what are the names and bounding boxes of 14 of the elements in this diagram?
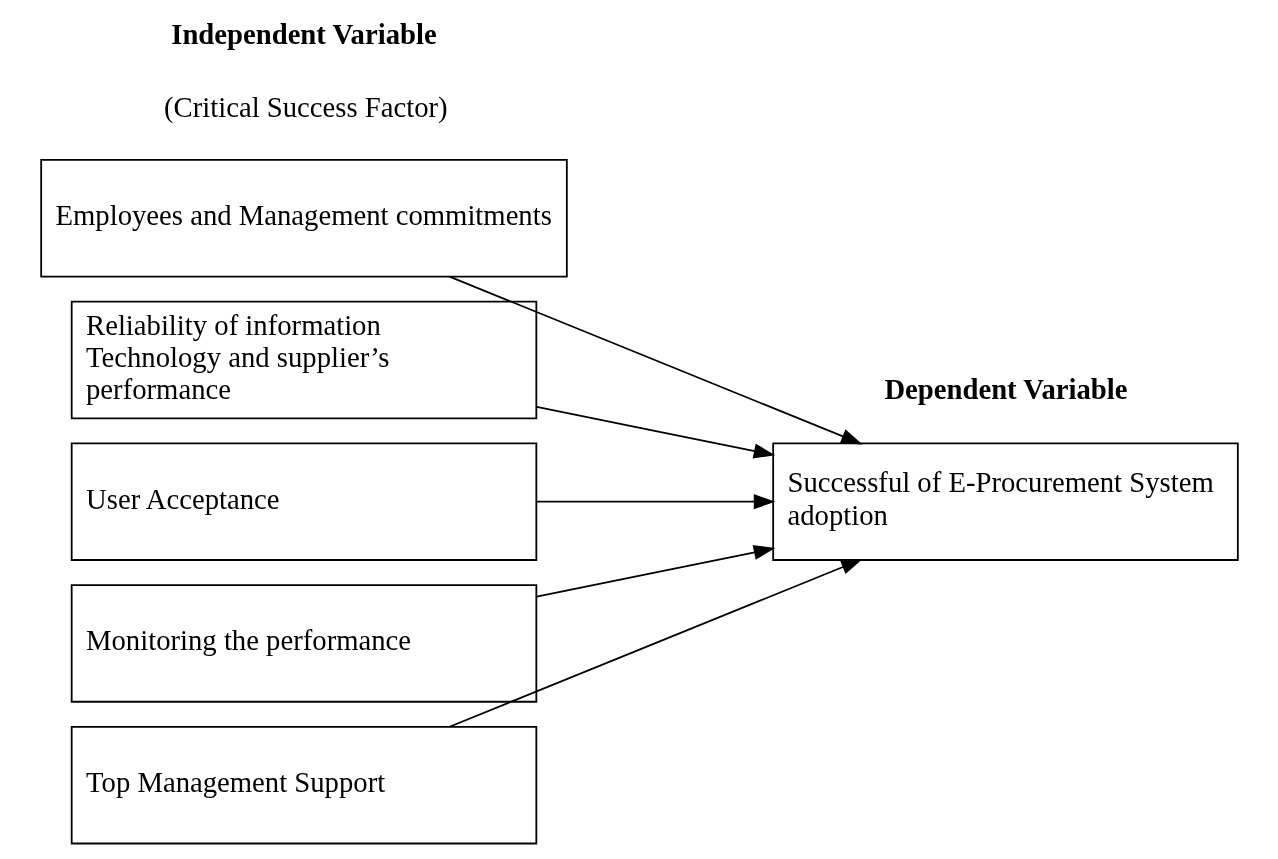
arrow <box>535 545 775 598</box>
node-box: Employees and Management commitments <box>39 159 568 278</box>
node-box: Successful of E-Procurement System adoption <box>771 442 1239 561</box>
arrow <box>535 494 775 510</box>
node-box: Monitoring the performance <box>70 584 537 703</box>
arrow <box>448 559 863 728</box>
node-box: User Acceptance <box>70 442 537 561</box>
label: Dependent Variable <box>883 373 1127 406</box>
label: (Critical Success Factor) <box>163 91 448 124</box>
arrow <box>535 406 775 459</box>
node-box: Reliability of information Technology and supplier’s performance <box>70 300 537 420</box>
arrow <box>448 275 863 445</box>
label: Independent Variable <box>170 17 437 50</box>
node-box: Top Management Support <box>70 725 537 845</box>
